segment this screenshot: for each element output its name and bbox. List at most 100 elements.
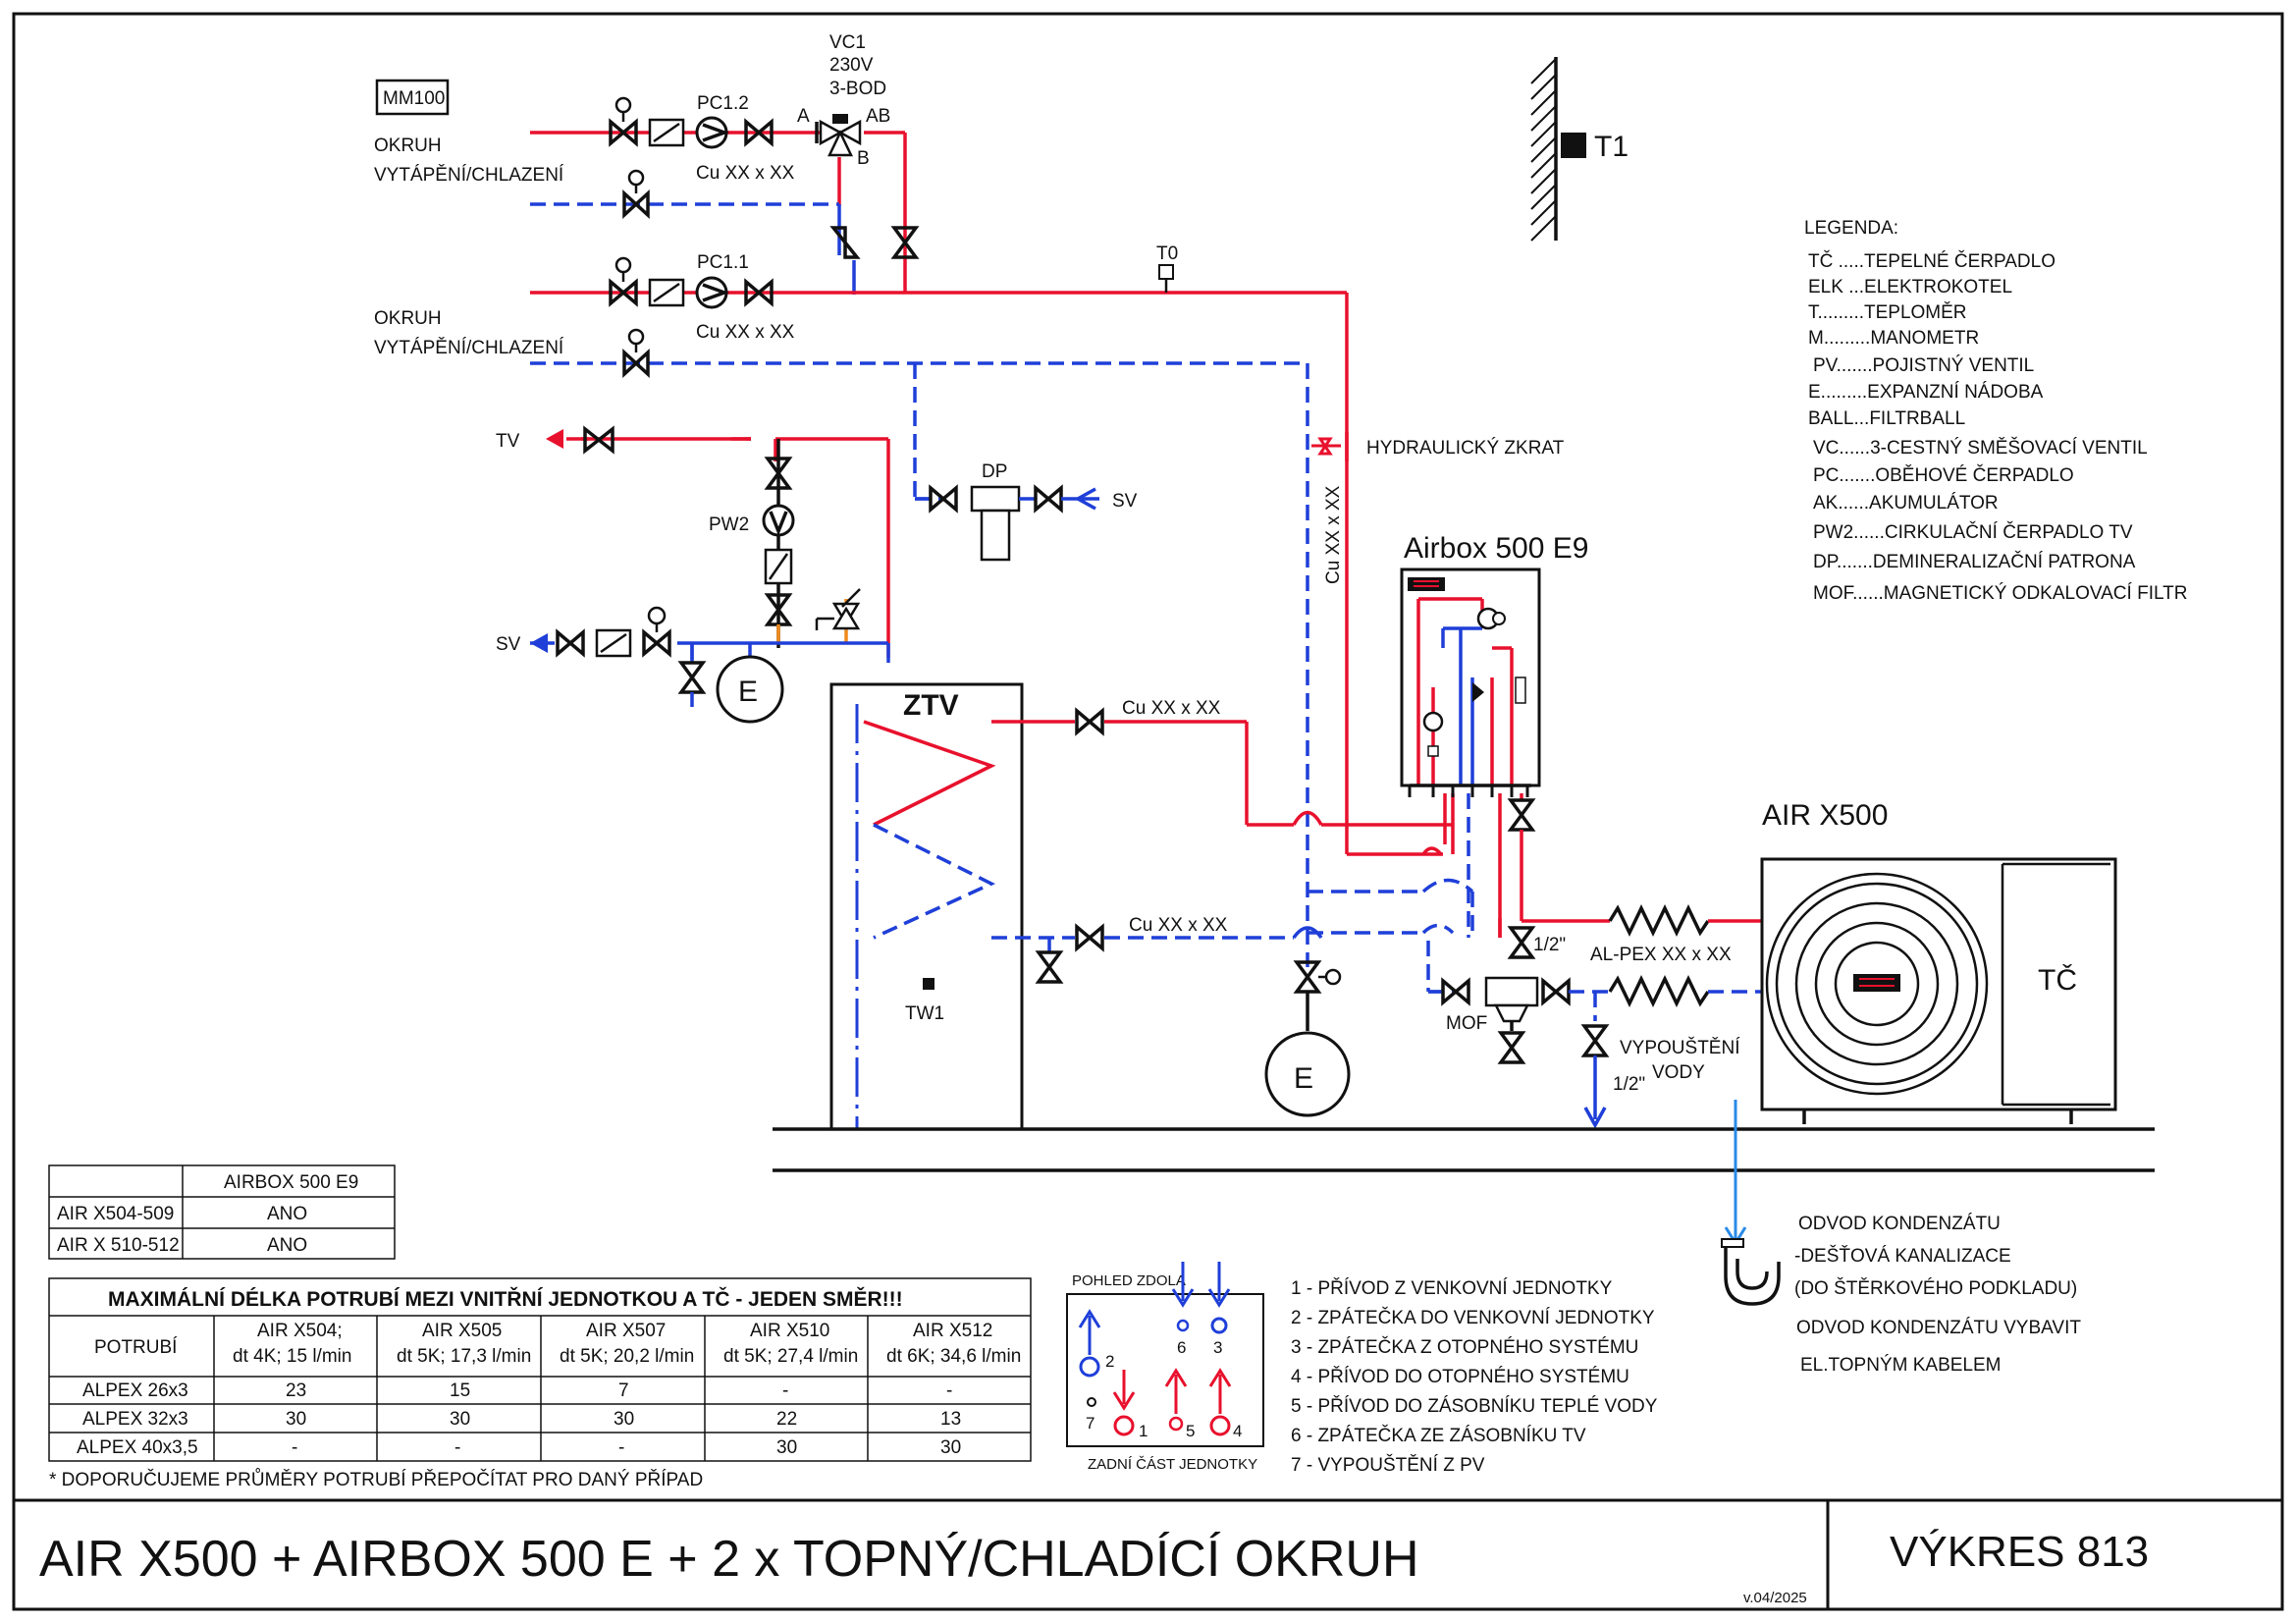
valve-ztv-return — [1075, 923, 1104, 952]
port-1-label: 1 — [1139, 1422, 1148, 1440]
sensor-t0 — [1158, 264, 1174, 280]
port-3-label: 3 — [1213, 1338, 1222, 1357]
cu-label-ztv2: Cu XX x XX — [1129, 915, 1228, 936]
pipe-row2-c4: 22 — [776, 1409, 797, 1430]
pipe-col1-b: dt 4K; 15 l/min — [233, 1346, 351, 1367]
expansion-vessel-label-1: E — [738, 676, 758, 708]
circuit1-return-line — [530, 202, 856, 295]
sv-label-1: SV — [496, 634, 521, 655]
drain-label-2: VODY — [1652, 1062, 1705, 1083]
pipe-col2-b: dt 5K; 17,3 l/min — [397, 1346, 531, 1367]
pipe-row2-name: ALPEX 32x3 — [82, 1409, 188, 1430]
circuit1-label-b: VYTÁPĚNÍ/CHLAZENÍ — [374, 164, 564, 186]
port-ab-label: AB — [866, 106, 890, 127]
drain-valve-sv — [677, 643, 707, 707]
port-list-item: 5 - PŘÍVOD DO ZÁSOBNÍKU TEPLÉ VODY — [1291, 1395, 1658, 1417]
ztv-supply-pipe — [991, 707, 1453, 827]
return-distribution — [1308, 793, 1502, 994]
hot-water-line — [546, 429, 890, 658]
valve-sv-2 — [642, 606, 671, 658]
pipe-row2-c3: 30 — [614, 1409, 634, 1430]
legend-item: VC......3-CESTNÝ SMĚŠOVACÍ VENTIL — [1813, 437, 2148, 459]
pc11-label: PC1.1 — [697, 252, 749, 273]
legend-item: TČ .....TEPELNÉ ČERPADLO — [1808, 250, 2056, 272]
port-2-label: 2 — [1105, 1352, 1114, 1371]
pump-pc12-icon — [695, 116, 730, 149]
sv-label-2: SV — [1112, 491, 1138, 512]
pipe-table-col0: POTRUBÍ — [94, 1337, 178, 1358]
valve-ztv-drain — [1035, 950, 1064, 984]
outdoor-return-pipe — [1428, 974, 1762, 1129]
valve-pw2-top — [764, 457, 793, 490]
wall-symbol — [1530, 57, 1586, 242]
dp-cartridge — [970, 485, 1021, 513]
drawing-title: AIR X500 + AIRBOX 500 E + 2 x TOPNÝ/CHLA… — [39, 1531, 1419, 1588]
pipe-row1-c1: 23 — [286, 1380, 306, 1401]
port-list-item: 3 - ZPÁTEČKA Z OTOPNÉHO SYSTÉMU — [1291, 1336, 1638, 1358]
ztv-return-pipe — [991, 923, 1323, 984]
magnetic-filter-mof — [1484, 976, 1539, 1007]
compat-row1-value: ANO — [267, 1204, 307, 1224]
compat-row2-model: AIR X 510-512 — [57, 1235, 180, 1256]
hydraulic-bypass-label: HYDRAULICKÝ ZKRAT — [1366, 438, 1565, 459]
pipe-row3-c5: 30 — [940, 1437, 961, 1458]
cu-label-c1: Cu XX x XX — [696, 163, 795, 184]
outdoor-unit-air-x500 — [1760, 857, 2117, 1111]
condensate-label-1: ODVOD KONDENZÁTU — [1798, 1214, 2001, 1234]
t0-label: T0 — [1156, 243, 1178, 264]
compatibility-table: AIRBOX 500 E9 AIR X504-509 ANO AIR X 510… — [48, 1164, 396, 1260]
pipe-row1-c5: - — [946, 1380, 952, 1401]
port-4-label: 4 — [1233, 1422, 1242, 1440]
condensate-drain — [1721, 1100, 1781, 1306]
pipe-table-note: * DOPORUČUJEME PRŮMĚRY POTRUBÍ PŘEPOČÍTA… — [49, 1469, 703, 1490]
dp-label: DP — [982, 461, 1007, 482]
condensate-label-3: (DO ŠTĚRKOVÉHO PODKLADU) — [1794, 1277, 2077, 1299]
pipe-row2-c2: 30 — [450, 1409, 470, 1430]
valve-c2-1 — [609, 256, 638, 307]
drawing-frame — [12, 12, 2284, 1611]
pipe-row3-c3: - — [618, 1437, 624, 1458]
mm100-box — [375, 79, 450, 116]
pipe-col3-a: AIR X507 — [586, 1321, 666, 1341]
mof-label: MOF — [1446, 1013, 1487, 1034]
pipe-row3-c2: - — [454, 1437, 460, 1458]
valve-sv-1 — [556, 628, 585, 658]
flex-hose-supply — [1608, 903, 1710, 938]
tank-coil-supply — [863, 720, 996, 827]
dhw-tank-ztv — [829, 682, 1024, 1131]
hydraulic-bypass — [1311, 432, 1349, 461]
pipe-col5-a: AIR X512 — [913, 1321, 992, 1341]
tank-coil-return — [873, 823, 996, 940]
pipe-row1-c4: - — [782, 1380, 788, 1401]
pump-pw2-icon — [762, 504, 795, 537]
pipe-row1-name: ALPEX 26x3 — [82, 1380, 188, 1401]
circulation-line — [762, 439, 795, 648]
compat-header: AIRBOX 500 E9 — [224, 1172, 358, 1193]
valve-c2-return — [622, 328, 650, 378]
legend-item: M.........MANOMETR — [1808, 328, 1979, 349]
valve-dp-1 — [929, 484, 958, 514]
vc1-label-a: VC1 — [829, 32, 866, 53]
outdoor-unit-logo — [1853, 974, 1900, 992]
sensor-tw1 — [923, 978, 934, 990]
vc1-label-c: 3-BOD — [829, 79, 886, 99]
cu-label-vertical: Cu XX x XX — [1323, 485, 1344, 584]
cu-label-ztv1: Cu XX x XX — [1122, 698, 1221, 719]
pipe-length-table: MAXIMÁLNÍ DÉLKA POTRUBÍ MEZI VNITŘNÍ JED… — [48, 1277, 1032, 1462]
legend-item: PV.......POJISTNÝ VENTIL — [1813, 355, 2034, 376]
circuit2-label-a: OKRUH — [374, 308, 442, 329]
tv-label: TV — [496, 431, 520, 452]
demineralization-branch — [915, 484, 1099, 562]
pipe-row3-name: ALPEX 40x3,5 — [77, 1437, 198, 1458]
legend-title: LEGENDA: — [1804, 218, 1898, 239]
outdoor-sensor-t1 — [1561, 133, 1586, 158]
pipe-row3-c1: - — [292, 1437, 297, 1458]
pipe-row2-c5: 13 — [940, 1409, 961, 1430]
valve-bypass-2 — [890, 226, 920, 259]
valve-c1-1 — [609, 118, 638, 147]
safety-valve — [815, 588, 861, 643]
pipe-table-title: MAXIMÁLNÍ DÉLKA POTRUBÍ MEZI VNITŘNÍ JED… — [108, 1287, 903, 1311]
airbox-label: Airbox 500 E9 — [1404, 532, 1588, 565]
